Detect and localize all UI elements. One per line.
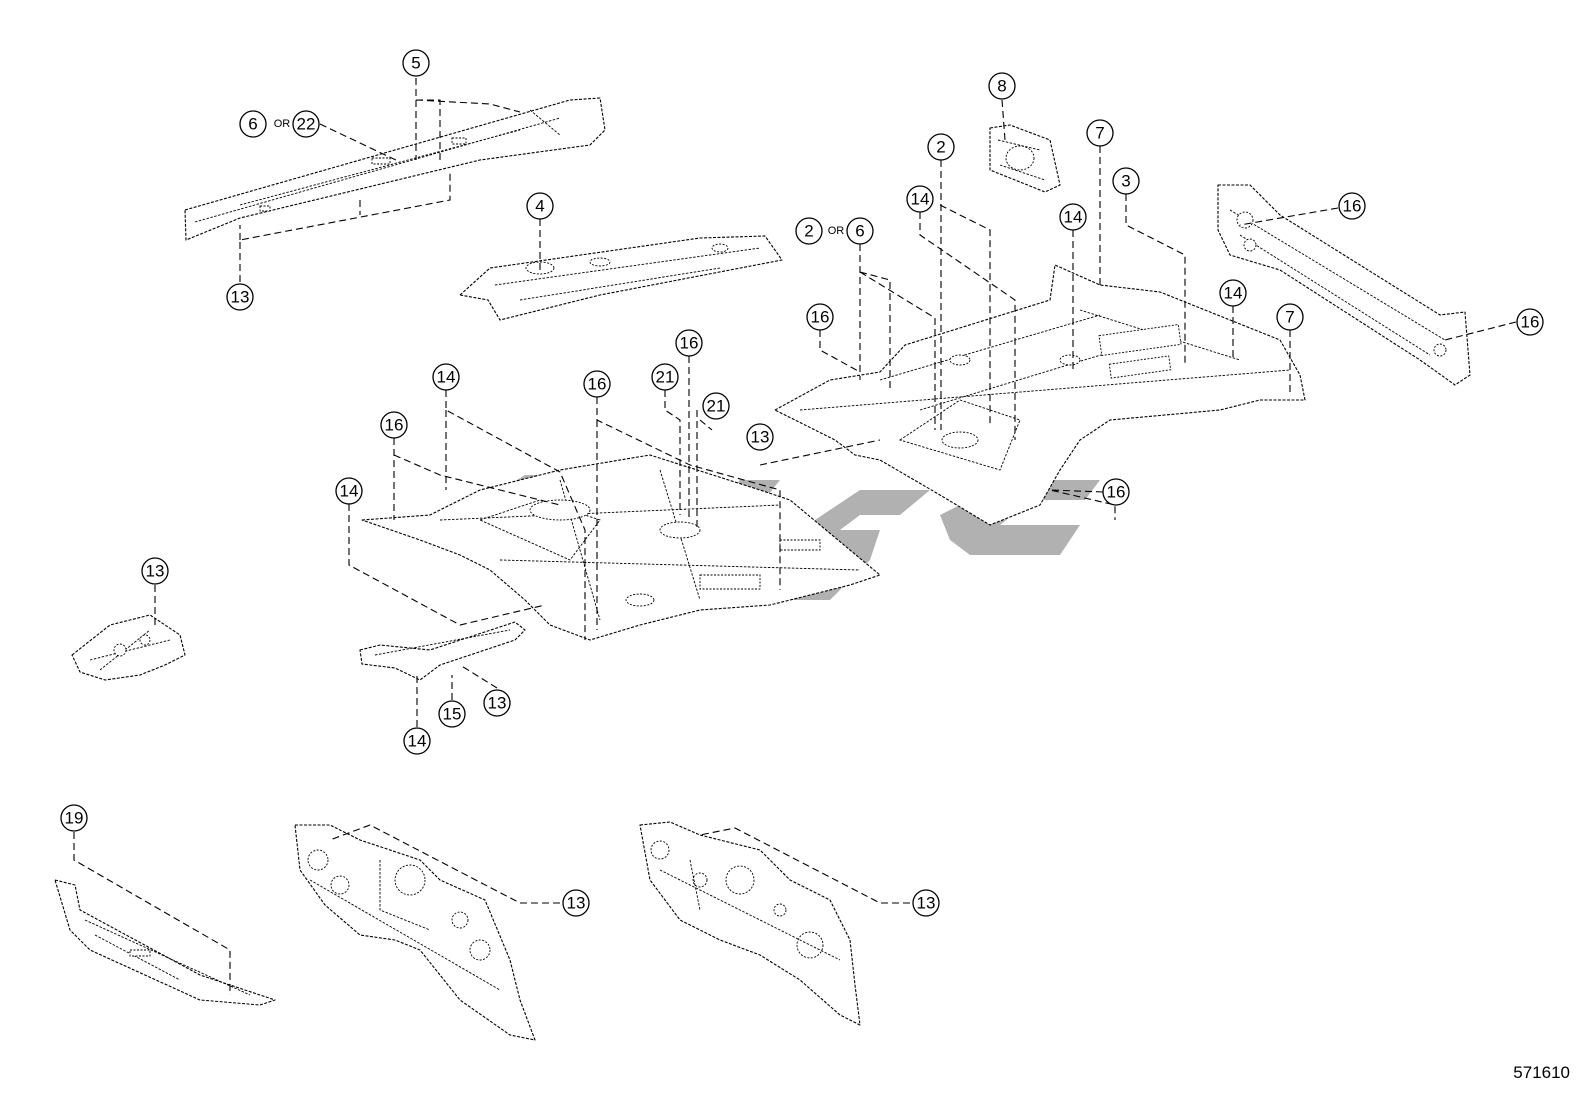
svg-text:6: 6 xyxy=(855,222,864,241)
svg-text:19: 19 xyxy=(65,809,84,828)
or-label: OR xyxy=(274,118,291,130)
floor-reinforcement xyxy=(459,235,783,321)
callout-21-a: 21 xyxy=(651,363,679,391)
callout-13-dash-left: 13 xyxy=(562,889,590,917)
svg-text:16: 16 xyxy=(588,375,607,394)
callout-14-center: 14 xyxy=(906,185,934,213)
callout-16-bottom-right: 16 xyxy=(1102,478,1130,506)
svg-text:13: 13 xyxy=(567,894,586,913)
svg-text:21: 21 xyxy=(707,397,726,416)
svg-text:13: 13 xyxy=(751,428,770,447)
svg-text:16: 16 xyxy=(1521,313,1540,332)
callout-8: 8 xyxy=(988,72,1016,100)
leader-lines xyxy=(73,78,1517,995)
svg-text:8: 8 xyxy=(997,77,1006,96)
svg-text:14: 14 xyxy=(1224,284,1243,303)
svg-text:16: 16 xyxy=(1107,483,1126,502)
callout-14-bottom: 14 xyxy=(403,727,431,755)
callout-13-dash-right: 13 xyxy=(912,889,940,917)
rear-floor-pan xyxy=(774,264,1306,526)
callout-21-b: 21 xyxy=(702,392,730,420)
svg-text:13: 13 xyxy=(917,894,936,913)
svg-text:16: 16 xyxy=(385,416,404,435)
lower-radiator-support xyxy=(54,879,276,1006)
callout-14-far-left: 14 xyxy=(335,477,363,505)
diagram-reference-code: 571610 xyxy=(1513,1063,1570,1082)
callout-16-center-right: 16 xyxy=(675,329,703,357)
svg-text:15: 15 xyxy=(443,705,462,724)
svg-text:13: 13 xyxy=(146,562,165,581)
svg-text:14: 14 xyxy=(911,190,930,209)
dash-panel-right xyxy=(639,821,861,1026)
callout-7-far-right: 7 xyxy=(1276,303,1304,331)
svg-text:3: 3 xyxy=(1121,172,1130,191)
wheel-arch-panel xyxy=(71,614,186,681)
small-bracket xyxy=(989,124,1061,193)
svg-text:14: 14 xyxy=(408,732,427,751)
or-label-2: OR xyxy=(828,225,845,237)
callout-19: 19 xyxy=(60,804,88,832)
callout-13-top-rail: 13 xyxy=(226,283,254,311)
svg-text:6: 6 xyxy=(248,115,257,134)
callout-6-alt: 6 xyxy=(846,217,874,245)
svg-text:2: 2 xyxy=(804,222,813,241)
callout-14-left: 14 xyxy=(432,363,460,391)
dash-panel-left xyxy=(294,824,536,1041)
callout-14-right: 14 xyxy=(1059,203,1087,231)
upper-side-rail xyxy=(184,97,606,241)
callout-16-center: 16 xyxy=(583,370,611,398)
callout-13-wheel-arch: 13 xyxy=(141,557,169,585)
svg-text:4: 4 xyxy=(535,197,544,216)
callout-2-top: 2 xyxy=(927,133,955,161)
front-floor-pan xyxy=(361,454,881,641)
svg-text:13: 13 xyxy=(488,694,507,713)
svg-text:7: 7 xyxy=(1095,124,1104,143)
callout-16-right: 16 xyxy=(1516,308,1544,336)
callout-4: 4 xyxy=(526,192,554,220)
callout-2-alt: 2 xyxy=(795,217,823,245)
svg-text:16: 16 xyxy=(680,334,699,353)
floor-cross-member xyxy=(359,621,526,681)
svg-text:22: 22 xyxy=(297,115,316,134)
callout-5: 5 xyxy=(402,49,430,77)
callout-16-left: 16 xyxy=(380,411,408,439)
callout-7-top: 7 xyxy=(1086,119,1114,147)
callout-13-center: 13 xyxy=(746,423,774,451)
callout-16-top-right: 16 xyxy=(1338,192,1366,220)
svg-text:2: 2 xyxy=(936,138,945,157)
svg-text:16: 16 xyxy=(1343,197,1362,216)
callout-15: 15 xyxy=(438,700,466,728)
callout-3: 3 xyxy=(1112,167,1140,195)
callout-14-far-right: 14 xyxy=(1219,279,1247,307)
svg-text:14: 14 xyxy=(437,368,456,387)
svg-text:16: 16 xyxy=(811,308,830,327)
svg-text:14: 14 xyxy=(340,482,359,501)
svg-text:13: 13 xyxy=(231,288,250,307)
callout-13-cross-member: 13 xyxy=(483,689,511,717)
svg-text:7: 7 xyxy=(1285,308,1294,327)
callout-16-center-top: 16 xyxy=(806,303,834,331)
callout-22: 22 xyxy=(292,110,320,138)
svg-text:21: 21 xyxy=(656,368,675,387)
svg-text:14: 14 xyxy=(1064,208,1083,227)
rear-side-rail xyxy=(1217,184,1471,386)
callout-6: 6 xyxy=(239,110,267,138)
svg-text:5: 5 xyxy=(411,54,420,73)
